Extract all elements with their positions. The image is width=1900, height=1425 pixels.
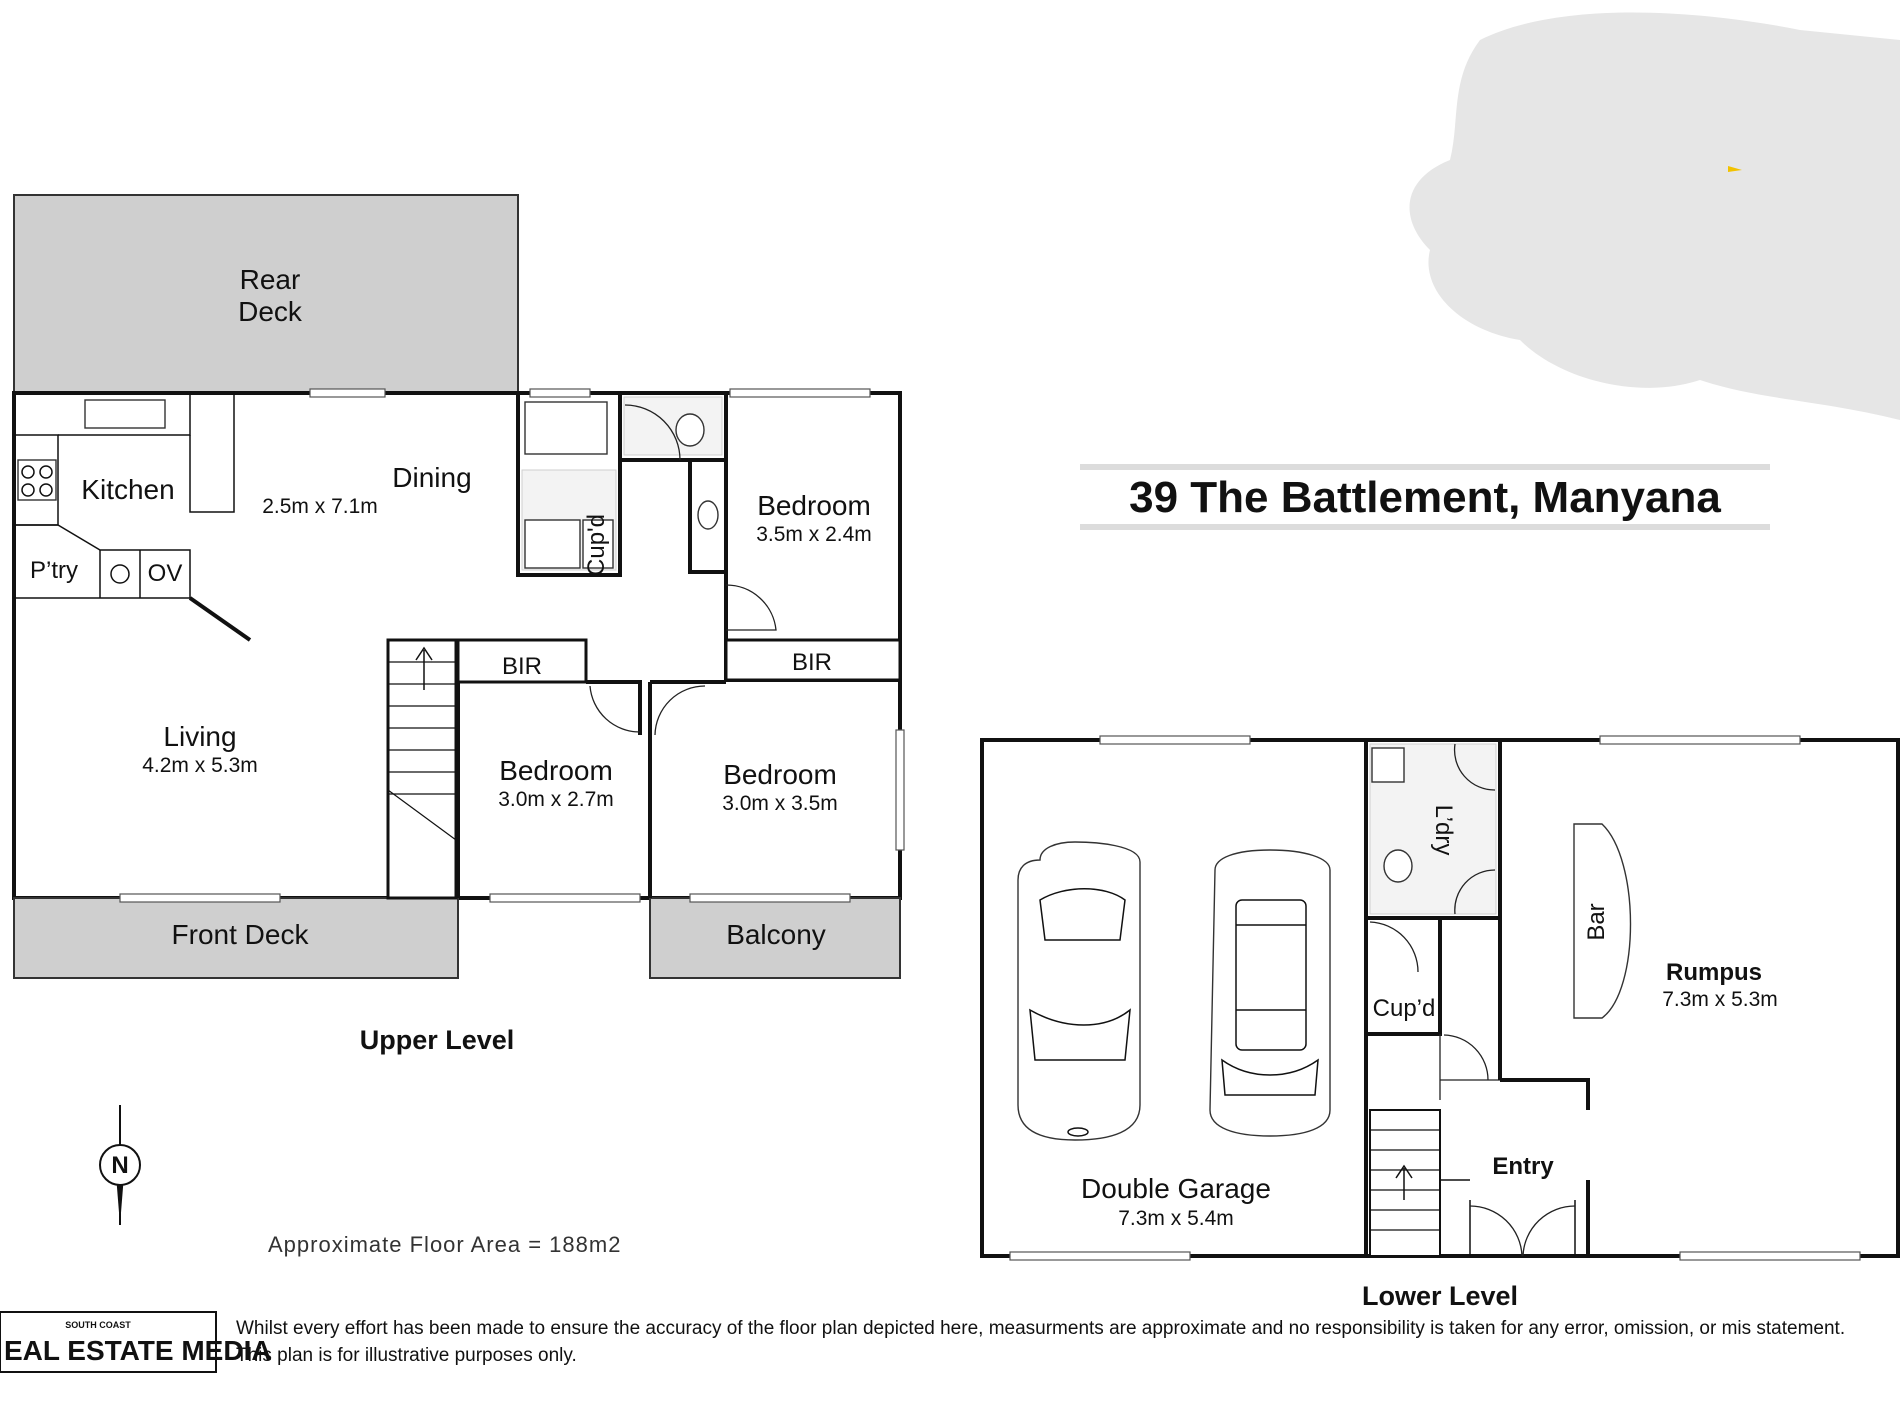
lower-stairs: [1369, 1109, 1441, 1257]
bathtub: [524, 401, 608, 455]
door-swing: [725, 584, 777, 631]
blob-shape: [1409, 12, 1900, 420]
kitchen-island: [189, 393, 235, 513]
door-swing: [1439, 1034, 1500, 1100]
upper-stairs: [386, 638, 458, 900]
floor-area-label: Approximate Floor Area = 188m2: [268, 1232, 621, 1257]
bir2-label: BIR: [792, 649, 832, 676]
oven-label: OV: [148, 560, 183, 587]
door-swing: [624, 404, 681, 461]
rear-deck-area: [13, 194, 519, 394]
garage-dimensions: 7.3m x 5.4m: [1118, 1207, 1234, 1230]
window: [1009, 1251, 1191, 1261]
bedroom1-dimensions: 3.5m x 2.4m: [756, 523, 872, 546]
bedroom3-dimensions: 3.0m x 3.5m: [722, 792, 838, 815]
front-deck-label: Front Deck: [172, 919, 310, 950]
grey-blob-graphic: [1409, 12, 1900, 420]
bir2-box: [724, 638, 902, 682]
door-swing: [1453, 743, 1496, 791]
window: [1599, 735, 1801, 745]
balcony-area: [649, 897, 901, 979]
rumpus-label: Rumpus: [1666, 959, 1762, 986]
bathroom-wall: [516, 393, 622, 577]
upper-level-label: Upper Level: [360, 1025, 515, 1055]
kitchen-label: Kitchen: [81, 474, 174, 505]
property-title: 39 The Battlement, Manyana: [1129, 473, 1721, 522]
bedroom1-label: Bedroom: [757, 490, 871, 521]
bedroom2-label: Bedroom: [499, 755, 613, 786]
company-logo: SOUTH COAST EAL ESTATE MEDIA: [0, 1311, 272, 1373]
disclaimer-line-2: This plan is for illustrative purposes o…: [236, 1345, 577, 1366]
cupboard-small: [582, 519, 614, 569]
living-label: Living: [163, 721, 236, 752]
rear-deck-label-1: Rear: [240, 264, 301, 295]
living-dimensions: 4.2m x 5.3m: [142, 754, 258, 777]
rumpus-dimensions: 7.3m x 5.3m: [1662, 988, 1778, 1011]
bedroom2-dimensions: 3.0m x 2.7m: [498, 788, 614, 811]
angled-wall: [188, 596, 252, 642]
kitchen-sink: [84, 399, 166, 429]
toilet: [675, 413, 705, 447]
stairs-up-arrow-icon: [415, 646, 433, 690]
yellow-mark: [1728, 166, 1742, 172]
balcony-label: Balcony: [726, 919, 826, 950]
window: [1679, 1251, 1861, 1261]
compass-north-label: N: [111, 1152, 128, 1179]
toilet: [1383, 849, 1413, 883]
front-deck-area: [13, 897, 459, 979]
bar-label: Bar: [1583, 903, 1610, 940]
disclaimer-line-1: Whilst every effort has been made to ens…: [236, 1318, 1845, 1339]
garage-label: Double Garage: [1081, 1173, 1271, 1204]
bedroom-walls: [456, 680, 726, 898]
entry-door-swing: [1522, 1205, 1576, 1257]
compass-icon: N: [99, 1105, 141, 1225]
car-suv-icon: [1209, 849, 1331, 1137]
window: [689, 893, 851, 903]
window: [729, 388, 871, 398]
cupd-lower-label: Cup’d: [1373, 995, 1436, 1022]
bedroom3-label: Bedroom: [723, 759, 837, 790]
door-swing: [1454, 869, 1496, 915]
upper-level-plan: Rear Deck Kitchen P’try OV Di: [12, 194, 905, 1055]
dining-dimensions: 2.5m x 7.1m: [262, 495, 378, 518]
bar-counter: [1573, 823, 1632, 1019]
entry-label: Entry: [1492, 1153, 1554, 1180]
window: [489, 893, 641, 903]
vanity-basin: [697, 500, 719, 530]
door-swing: [654, 685, 706, 736]
pantry-wall: [14, 524, 191, 599]
laundry-label: L’dry: [1430, 805, 1457, 856]
window: [529, 388, 591, 398]
logo-big-text: EAL ESTATE MEDIA: [4, 1335, 272, 1366]
logo-small-text: SOUTH COAST: [65, 1320, 131, 1330]
window: [309, 388, 386, 398]
lower-outer-wall: [980, 738, 1900, 1258]
dining-label: Dining: [392, 462, 471, 493]
rumpus-wall: [1498, 740, 1590, 1256]
cupd-label: Cup'd: [583, 514, 610, 576]
shower: [524, 519, 581, 569]
property-title-block: 39 The Battlement, Manyana: [1080, 464, 1770, 530]
fridge-icon: [110, 564, 130, 584]
door-swing: [589, 685, 641, 733]
pantry-label: P’try: [30, 557, 78, 584]
car-sedan-icon: [1017, 841, 1141, 1141]
lower-level-label: Lower Level: [1362, 1281, 1518, 1311]
laundry-tub: [1371, 747, 1405, 783]
window: [119, 893, 281, 903]
lower-level-plan: Double Garage 7.3m x 5.4m L’dry Cup’d En…: [980, 735, 1900, 1311]
toilet-tiles: [623, 396, 723, 456]
bir1-label: BIR: [502, 653, 542, 680]
rear-deck-label-2: Deck: [238, 296, 303, 327]
entry-door-swing: [1469, 1205, 1523, 1257]
window: [895, 729, 905, 851]
door-swing: [1369, 921, 1419, 973]
stairs-up-arrow-icon: [1395, 1164, 1413, 1200]
window: [1099, 735, 1251, 745]
